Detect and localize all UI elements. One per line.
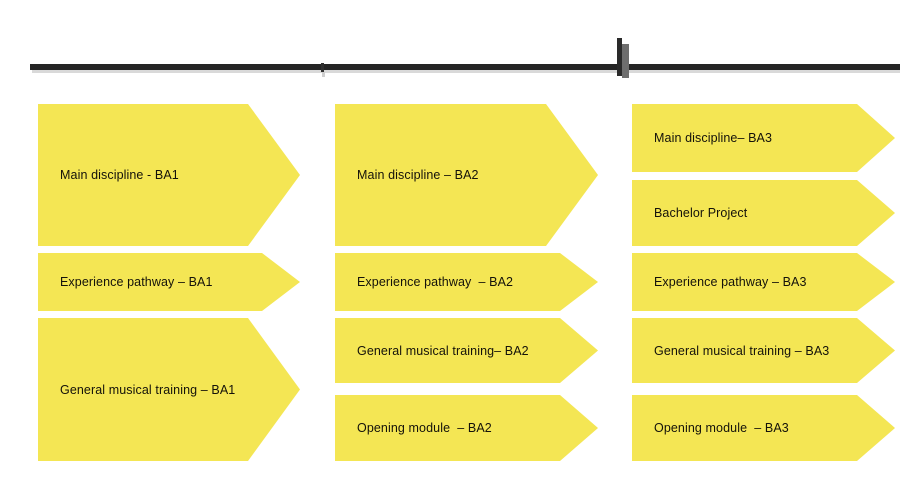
block-label: Bachelor Project (654, 206, 748, 220)
block-main-discipline-ba3[interactable]: Main discipline– BA3 (632, 104, 895, 172)
timeline-rule (30, 64, 900, 70)
block-general-musical-training-ba2[interactable]: General musical training– BA2 (335, 318, 598, 383)
block-general-musical-training-ba3[interactable]: General musical training – BA3 (632, 318, 895, 383)
block-label: Experience pathway – BA2 (357, 275, 514, 289)
year-divider-1 (321, 63, 324, 72)
year-divider-2-shadow (622, 44, 629, 78)
block-main-discipline-ba2[interactable]: Main discipline – BA2 (335, 104, 598, 246)
block-label: Main discipline - BA1 (60, 168, 179, 182)
block-label: Main discipline– BA3 (654, 131, 773, 145)
block-experience-pathway-ba3[interactable]: Experience pathway – BA3 (632, 253, 895, 311)
block-experience-pathway-ba2[interactable]: Experience pathway – BA2 (335, 253, 598, 311)
block-label: Experience pathway – BA3 (654, 275, 807, 289)
block-bachelor-project[interactable]: Bachelor Project (632, 180, 895, 246)
block-experience-pathway-ba1[interactable]: Experience pathway – BA1 (38, 253, 300, 311)
block-opening-module-ba2[interactable]: Opening module – BA2 (335, 395, 598, 461)
year-divider-2 (617, 38, 622, 76)
block-label: General musical training – BA1 (60, 382, 236, 397)
block-label: Main discipline – BA2 (357, 168, 479, 182)
block-label: Opening module – BA3 (654, 421, 789, 435)
block-main-discipline-ba1[interactable]: Main discipline - BA1 (38, 104, 300, 246)
block-label: Experience pathway – BA1 (60, 275, 213, 289)
year-divider-1-shadow (322, 72, 325, 77)
block-label: General musical training – BA3 (654, 343, 830, 358)
block-opening-module-ba3[interactable]: Opening module – BA3 (632, 395, 895, 461)
block-general-musical-training-ba1[interactable]: General musical training – BA1 (38, 318, 300, 461)
block-label: Opening module – BA2 (357, 421, 492, 435)
timeline-rule-shadow (32, 70, 900, 73)
block-label: General musical training– BA2 (357, 343, 529, 358)
